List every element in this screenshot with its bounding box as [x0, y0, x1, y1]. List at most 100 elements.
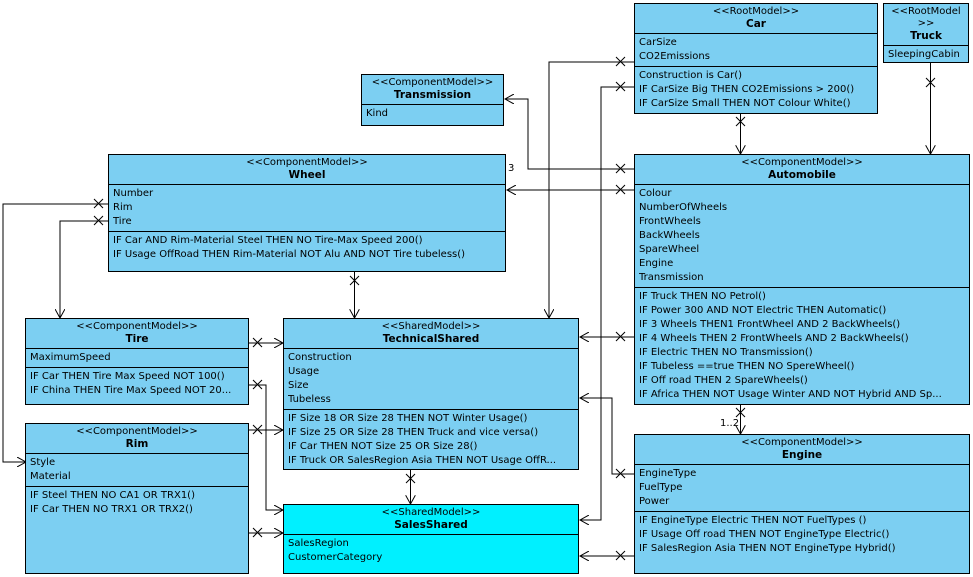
class-header: <<RootModel>> Car — [635, 4, 877, 34]
attribute: BackWheels — [639, 230, 700, 241]
class-name: TechnicalShared — [382, 333, 480, 345]
attribute: NumberOfWheels — [639, 202, 728, 213]
attribute: SleepingCabin — [888, 49, 960, 60]
attributes: SleepingCabin — [884, 46, 968, 64]
class-truck[interactable]: <<RootModel >> Truck SleepingCabin — [883, 3, 969, 63]
operation: IF China THEN Tire Max Speed NOT 20... — [30, 385, 232, 396]
attribute: SalesRegion — [288, 538, 349, 549]
operation: IF Electric THEN NO Transmission() — [639, 347, 813, 358]
stereotype: <<SharedModel>> — [381, 507, 481, 518]
operation: IF Africa THEN NOT Usage Winter AND NOT … — [639, 389, 942, 400]
operation: IF Power 300 AND NOT Electric THEN Autom… — [639, 305, 887, 316]
operation: IF CarSize Small THEN NOT Colour White() — [639, 98, 851, 109]
operations: IF Truck THEN NO Petrol() IF Power 300 A… — [635, 288, 969, 404]
class-name: Engine — [781, 449, 823, 461]
operation: IF Tubeless ==true THEN NO SpereWheel() — [639, 361, 855, 372]
attribute: Material — [30, 471, 71, 482]
stereotype: <<RootModel — [891, 6, 961, 17]
attribute: EngineType — [639, 468, 697, 479]
class-header: <<RootModel >> Truck — [884, 4, 968, 46]
stereotype: <<ComponentModel>> — [371, 77, 494, 88]
operations: IF Steel THEN NO CA1 OR TRX1() IF Car TH… — [26, 487, 248, 519]
attribute: Rim — [113, 202, 133, 213]
class-header: <<ComponentModel>> Wheel — [109, 155, 505, 185]
attribute: MaximumSpeed — [30, 352, 111, 363]
edge-car-sales — [580, 86, 635, 520]
class-tire[interactable]: <<ComponentModel>> Tire MaximumSpeed IF … — [25, 318, 249, 405]
class-engine[interactable]: <<ComponentModel>> Engine EngineType Fue… — [634, 434, 970, 574]
operation: IF Size 25 OR Size 28 THEN Truck and vic… — [288, 427, 539, 438]
stereotype: <<RootModel>> — [712, 6, 800, 17]
attribute: FuelType — [639, 482, 683, 493]
operation: IF Car THEN NO TRX1 OR TRX2() — [30, 504, 193, 515]
attributes: Style Material — [26, 454, 248, 487]
operation: Construction is Car() — [639, 70, 743, 81]
stereotype: >> — [917, 18, 935, 29]
operation: IF 3 Wheels THEN1 FrontWheel AND 2 BackW… — [639, 319, 901, 330]
stereotype: <<ComponentModel>> — [741, 157, 863, 168]
operation: IF Car THEN Tire Max Speed NOT 100() — [30, 371, 225, 382]
operations: Construction is Car() IF CarSize Big THE… — [635, 67, 877, 113]
attribute: Style — [30, 457, 56, 468]
class-name: Truck — [910, 30, 942, 42]
edge-wheel-tire — [60, 220, 108, 318]
operation: IF Usage Off road THEN NOT EngineType El… — [639, 529, 890, 540]
operations: IF Car THEN Tire Max Speed NOT 100() IF … — [26, 368, 248, 400]
attribute: Size — [288, 380, 309, 391]
operation: IF Car AND Rim-Material Steel THEN NO Ti… — [113, 235, 423, 246]
attributes: Kind — [362, 105, 503, 123]
attribute: Engine — [639, 258, 674, 269]
attributes: CarSize CO2Emissions — [635, 34, 877, 67]
attributes: EngineType FuelType Power — [635, 465, 969, 512]
attribute: Tire — [113, 216, 132, 227]
operation: IF Car THEN NOT Size 25 OR Size 28() — [288, 441, 478, 452]
stereotype: <<ComponentModel>> — [741, 437, 863, 448]
class-car[interactable]: <<RootModel>> Car CarSize CO2Emissions C… — [634, 3, 878, 114]
operation: IF SalesRegion Asia THEN NOT EngineType … — [639, 543, 896, 554]
stereotype: <<SharedModel>> — [381, 321, 481, 332]
attribute: Tubeless — [288, 394, 331, 405]
edge-automobile-transmission — [505, 99, 635, 170]
operation: IF CarSize Big THEN CO2Emissions > 200() — [639, 84, 855, 95]
attribute: Transmission — [639, 272, 704, 283]
operation: IF Steel THEN NO CA1 OR TRX1() — [30, 490, 195, 501]
attribute: Colour — [639, 188, 672, 199]
stereotype: <<ComponentModel>> — [246, 157, 368, 168]
attribute: Power — [639, 496, 670, 507]
class-header: <<ComponentModel>> Transmission — [362, 75, 503, 105]
class-wheel[interactable]: <<ComponentModel>> Wheel Number Rim Tire… — [108, 154, 506, 272]
class-sales-shared[interactable]: <<SharedModel>> SalesShared SalesRegion … — [283, 504, 579, 574]
attribute: Kind — [366, 108, 389, 119]
class-header: <<SharedModel>> TechnicalShared — [284, 319, 578, 349]
class-name: Tire — [125, 333, 149, 345]
class-name: Car — [746, 18, 766, 30]
class-rim[interactable]: <<ComponentModel>> Rim Style Material IF… — [25, 423, 249, 574]
navigability-x-marks — [93, 56, 936, 561]
operation: IF Off road THEN 2 SpareWheels() — [639, 375, 808, 386]
class-header: <<ComponentModel>> Rim — [26, 424, 248, 454]
operation: IF Usage OffRoad THEN Rim-Material NOT A… — [113, 249, 466, 260]
multiplicity-engine: 1..2 — [720, 418, 740, 429]
operations: IF EngineType Electric THEN NOT FuelType… — [635, 512, 969, 558]
attributes: SalesRegion CustomerCategory — [284, 535, 578, 567]
operation: IF EngineType Electric THEN NOT FuelType… — [639, 515, 867, 526]
stereotype: <<ComponentModel>> — [76, 426, 198, 437]
operation: IF 4 Wheels THEN 2 FrontWheels AND 2 Bac… — [639, 333, 909, 344]
attribute: CustomerCategory — [288, 552, 383, 563]
class-technical-shared[interactable]: <<SharedModel>> TechnicalShared Construc… — [283, 318, 579, 470]
operations: IF Size 18 OR Size 28 THEN NOT Winter Us… — [284, 410, 578, 470]
class-automobile[interactable]: <<ComponentModel>> Automobile Colour Num… — [634, 154, 970, 405]
attribute: Construction — [288, 352, 352, 363]
attributes: MaximumSpeed — [26, 349, 248, 368]
class-name: Transmission — [393, 89, 472, 101]
multiplicity-wheel: 3 — [508, 163, 515, 174]
operation: IF Truck OR SalesRegion Asia THEN NOT Us… — [288, 455, 557, 466]
class-transmission[interactable]: <<ComponentModel>> Transmission Kind — [361, 74, 504, 126]
attribute: SpareWheel — [639, 244, 700, 255]
class-name: SalesShared — [394, 519, 468, 531]
attribute: Usage — [288, 366, 320, 377]
attribute: FrontWheels — [639, 216, 701, 227]
edge-wheel-rim — [2, 203, 108, 462]
class-header: <<ComponentModel>> Automobile — [635, 155, 969, 185]
